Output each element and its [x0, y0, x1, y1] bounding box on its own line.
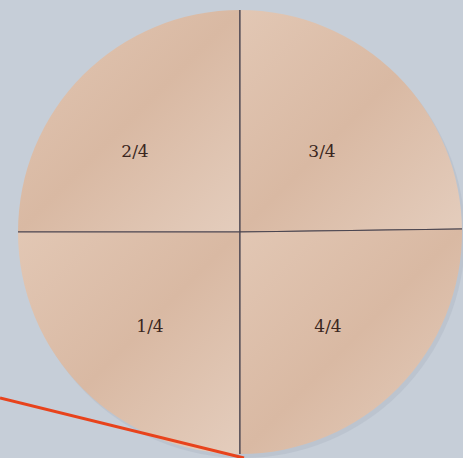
fraction-label: 3/4 — [308, 143, 335, 160]
sector-fill — [240, 229, 462, 454]
fraction-label: 1/4 — [136, 318, 163, 335]
fraction-label: 4/4 — [314, 318, 341, 335]
sector-outline — [18, 232, 240, 454]
divider-line — [240, 10, 462, 232]
fraction-sector: 3/4 — [240, 10, 462, 232]
sector-fill — [18, 10, 240, 232]
divider-line — [240, 229, 462, 454]
fraction-sector: 4/4 — [240, 232, 462, 454]
sector-fill — [240, 10, 462, 232]
fraction-sector: 2/4 — [18, 10, 240, 232]
fraction-sector: 1/4 — [18, 232, 240, 454]
sector-outline — [18, 10, 240, 232]
sector-fill — [18, 232, 240, 454]
sector-outline — [240, 10, 462, 232]
red-line — [0, 398, 244, 458]
divider-line — [18, 10, 240, 232]
divider-line — [18, 232, 240, 454]
sector-outline — [240, 232, 462, 454]
fraction-label: 2/4 — [121, 143, 148, 160]
